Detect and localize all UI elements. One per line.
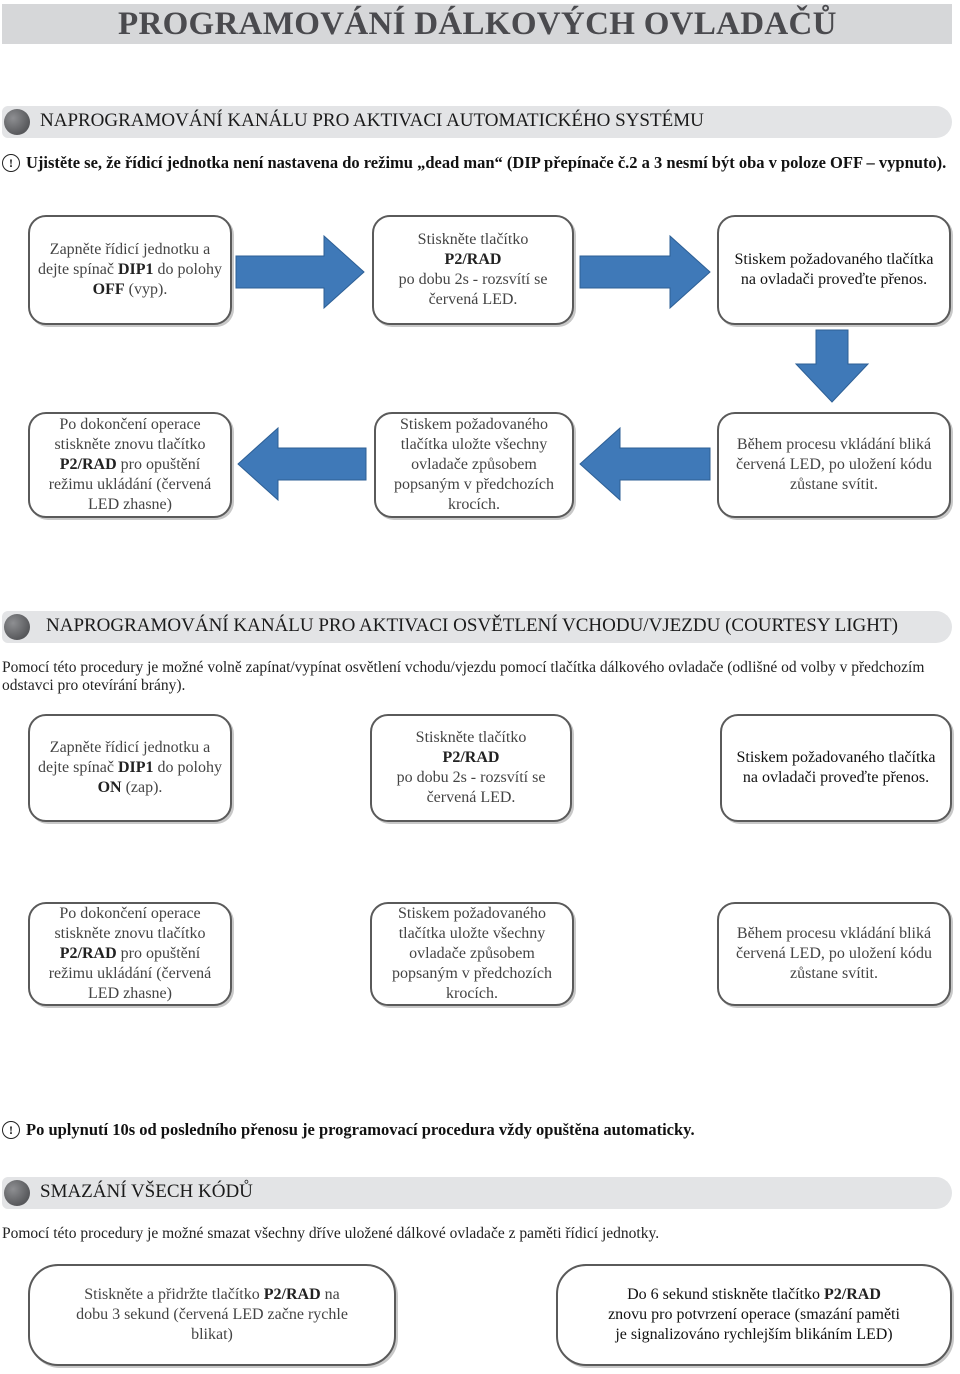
arrow-left-icon — [237, 426, 367, 502]
s2-step4-box: Během procesu vkládání bliká červená LED… — [717, 902, 951, 1006]
exclamation-circle-icon: ! — [2, 154, 20, 172]
arrow-right-icon — [579, 234, 711, 310]
warning-text: Ujistěte se, že řídicí jednotka není nas… — [26, 153, 947, 172]
auto-exit-note: ! Po uplynutí 10s od posledního přenosu … — [2, 1120, 695, 1140]
s2-step3-box: Stiskem požadovaného tlačítka na ovladač… — [720, 714, 952, 822]
title-bar: PROGRAMOVÁNÍ DÁLKOVÝCH OVLADAČŮ — [2, 4, 952, 44]
section-heading-automatic: NAPROGRAMOVÁNÍ KANÁLU PRO AKTIVACI AUTOM… — [2, 106, 952, 138]
s1-step2-box: Stiskněte tlačítko P2/RAD po dobu 2s - r… — [372, 215, 574, 325]
section-bullet-icon — [4, 614, 30, 640]
s1-step5-box: Stiskem požadovaného tlačítka uložte vše… — [374, 412, 574, 518]
note-text: Po uplynutí 10s od posledního přenosu je… — [26, 1120, 695, 1139]
section-heading-text: NAPROGRAMOVÁNÍ KANÁLU PRO AKTIVACI AUTOM… — [40, 110, 704, 131]
s2-step5-box: Stiskem požadovaného tlačítka uložte vše… — [370, 902, 574, 1006]
courtesy-description: Pomocí této procedury je možné volně zap… — [2, 659, 925, 694]
exclamation-circle-icon: ! — [2, 1121, 20, 1139]
arrow-left-icon — [579, 426, 711, 502]
s2-step1-box: Zapněte řídicí jednotku a dejte spínač D… — [28, 714, 232, 822]
section-bullet-icon — [4, 109, 30, 135]
s2-step6-box: Po dokončení operace stiskněte znovu tla… — [28, 902, 232, 1006]
s3-step1-box: Stiskněte a přidržte tlačítko P2/RAD na … — [28, 1264, 396, 1366]
s1-step6-box: Po dokončení operace stiskněte znovu tla… — [28, 412, 232, 518]
delete-description: Pomocí této procedury je možné smazat vš… — [2, 1225, 660, 1242]
section-bullet-icon — [4, 1180, 30, 1206]
section-heading-text: NAPROGRAMOVÁNÍ KANÁLU PRO AKTIVACI OSVĚT… — [46, 615, 898, 636]
s1-step1-box: Zapněte řídicí jednotku a dejte spínač D… — [28, 215, 232, 325]
s1-step4-box: Během procesu vkládání bliká červená LED… — [717, 412, 951, 518]
section-heading-text: SMAZÁNÍ VŠECH KÓDŮ — [40, 1181, 253, 1202]
section-heading-delete-codes: SMAZÁNÍ VŠECH KÓDŮ — [2, 1177, 952, 1209]
s2-step2-box: Stiskněte tlačítko P2/RAD po dobu 2s - r… — [370, 714, 572, 822]
arrow-down-icon — [794, 329, 870, 403]
section-heading-courtesy-light: NAPROGRAMOVÁNÍ KANÁLU PRO AKTIVACI OSVĚT… — [2, 611, 952, 643]
s1-step3-box: Stiskem požadovaného tlačítka na ovladač… — [717, 215, 951, 325]
arrow-right-icon — [235, 234, 365, 310]
s3-step2-box: Do 6 sekund stiskněte tlačítko P2/RAD zn… — [556, 1264, 952, 1366]
page-title: PROGRAMOVÁNÍ DÁLKOVÝCH OVLADAČŮ — [118, 6, 837, 42]
dead-man-warning: ! Ujistěte se, že řídicí jednotka není n… — [2, 153, 946, 173]
